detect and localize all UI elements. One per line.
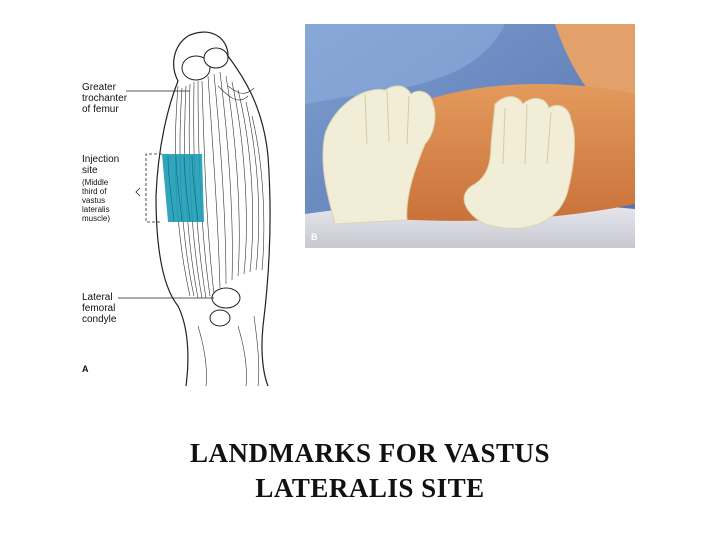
hands-on-thigh-image xyxy=(305,24,635,248)
label-line: condyle xyxy=(82,314,117,325)
label-line: Lateral xyxy=(82,292,113,303)
palpation-photo: B xyxy=(305,24,635,248)
label-line: Greater xyxy=(82,82,116,93)
label-injection-detail: (Middle third of vastus lateralis muscle… xyxy=(82,178,110,223)
panel-marker-b: B xyxy=(311,232,318,242)
title-line-1: LANDMARKS FOR VASTUS xyxy=(189,438,551,468)
title-line-2: LATERALIS SITE xyxy=(255,473,485,503)
slide-title: LANDMARKS FOR VASTUS LATERALIS SITE xyxy=(150,436,590,506)
label-line: trochanter xyxy=(82,93,128,104)
label-line: muscle) xyxy=(82,214,111,223)
label-line: third of xyxy=(82,187,107,196)
label-line: Injection xyxy=(82,154,120,165)
label-injection-site: Injection site xyxy=(82,154,119,176)
thigh-muscle-drawing xyxy=(118,31,271,386)
label-line: (Middle xyxy=(82,178,109,187)
label-line: lateralis xyxy=(82,205,110,214)
label-greater-trochanter: Greater trochanter of femur xyxy=(82,82,127,115)
anatomy-illustration: Greater trochanter of femur Injection si… xyxy=(78,26,278,386)
injection-site-highlight xyxy=(162,154,204,222)
label-line: femoral xyxy=(82,303,116,314)
label-line: vastus xyxy=(82,196,106,205)
label-lateral-femoral-condyle: Lateral femoral condyle xyxy=(82,292,116,325)
label-line: of femur xyxy=(82,104,119,115)
panel-marker-a: A xyxy=(82,364,89,374)
label-line: site xyxy=(82,165,98,176)
